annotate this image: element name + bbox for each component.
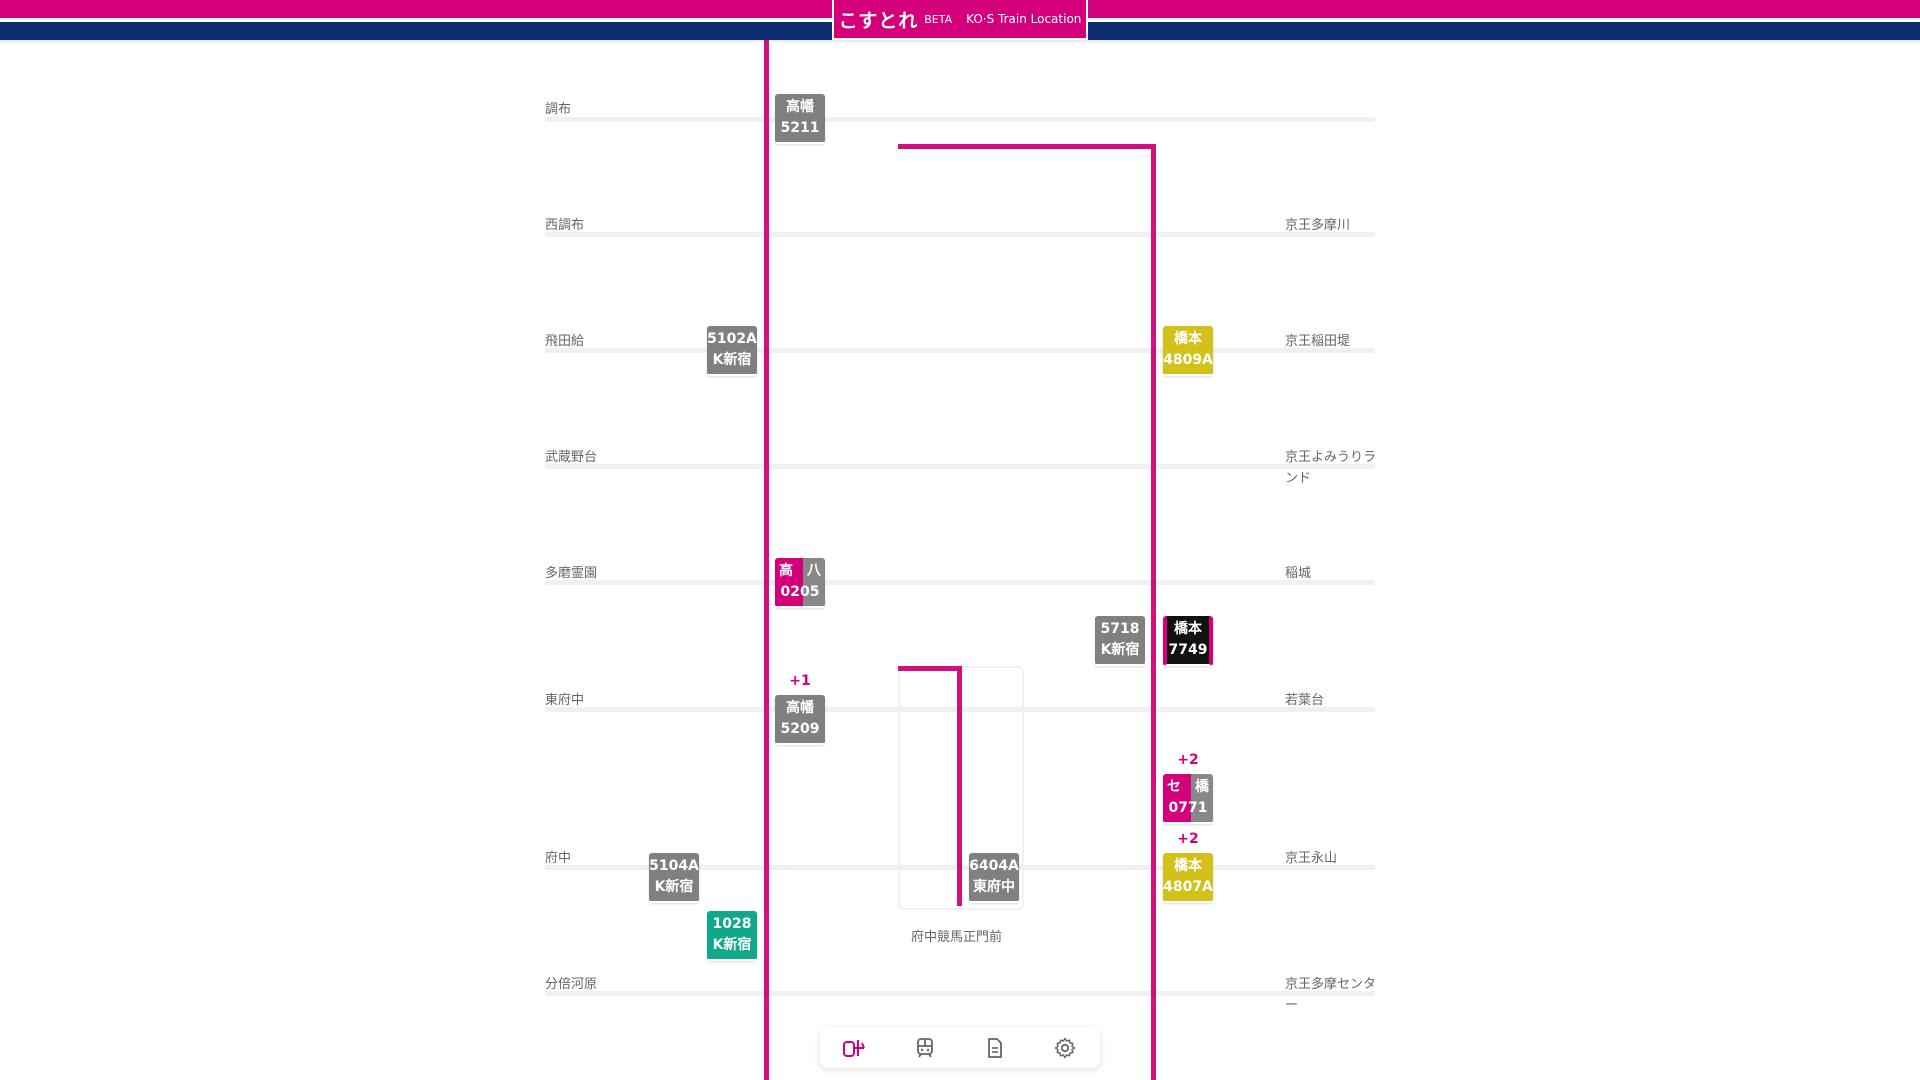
train-number: 5209 bbox=[780, 721, 820, 737]
station-label[interactable]: 京王多摩川 bbox=[1285, 218, 1351, 233]
train-tag[interactable]: セ 橋 0771 bbox=[1163, 774, 1213, 824]
station-rail bbox=[545, 232, 1375, 237]
document-button[interactable] bbox=[975, 1032, 1015, 1064]
sagamihara-line-track bbox=[1151, 144, 1156, 1080]
train-number: 7749 bbox=[1168, 642, 1208, 658]
train-tag[interactable]: 橋本 7749 bbox=[1163, 616, 1213, 666]
train-tag[interactable]: 高幡 5211 bbox=[775, 94, 825, 144]
station-label[interactable]: 多磨霊園 bbox=[545, 566, 598, 581]
train-number: 5718 bbox=[1100, 621, 1140, 637]
train-destination: 橋本 bbox=[1174, 621, 1202, 637]
train-destination: 高幡 bbox=[786, 99, 814, 115]
train-number: 6404A bbox=[969, 858, 1019, 874]
train-number: 5102A bbox=[707, 331, 757, 347]
train-extra-count: +2 bbox=[1177, 752, 1199, 768]
station-label[interactable]: 稲城 bbox=[1285, 566, 1312, 581]
bottom-toolbar bbox=[820, 1028, 1100, 1068]
train-tag[interactable]: 橋本 4807A bbox=[1163, 853, 1213, 903]
train-tag[interactable]: 高幡 5209 bbox=[775, 695, 825, 745]
train-tag[interactable]: 橋本 4809A bbox=[1163, 326, 1213, 376]
beta-badge: BETA bbox=[924, 12, 953, 26]
document-icon bbox=[988, 1038, 1002, 1058]
station-label[interactable]: 若葉台 bbox=[1285, 693, 1325, 708]
station-label[interactable]: 武蔵野台 bbox=[545, 450, 598, 465]
train-destination: K新宿 bbox=[1100, 642, 1140, 658]
train-number: 1028 bbox=[712, 916, 752, 932]
station-label[interactable]: 東府中 bbox=[545, 693, 585, 708]
train-tag[interactable]: 5102A K新宿 bbox=[707, 326, 757, 376]
train-destination: 八 bbox=[807, 563, 821, 579]
train-location-button[interactable] bbox=[835, 1032, 875, 1064]
train-destination: K新宿 bbox=[654, 879, 694, 895]
app-subtitle: KO·S Train Location bbox=[966, 12, 1082, 26]
train-tag[interactable]: 1028 K新宿 bbox=[707, 911, 757, 961]
train-tag[interactable]: 高 八 0205 bbox=[775, 558, 825, 608]
station-rail bbox=[545, 464, 1375, 469]
train-tag[interactable]: 5104A K新宿 bbox=[649, 853, 699, 903]
station-rail bbox=[545, 117, 1375, 122]
station-label[interactable]: 調布 bbox=[545, 102, 572, 117]
train-destination: セ bbox=[1167, 779, 1181, 795]
app-brand[interactable]: こすとれ BETA KO·S Train Location bbox=[832, 0, 1088, 40]
train-location-icon bbox=[843, 1040, 865, 1057]
train-number: 5211 bbox=[780, 120, 820, 136]
station-label[interactable]: 京王よみうりランド bbox=[1285, 450, 1377, 486]
station-rail bbox=[545, 348, 1375, 353]
train-number: 0205 bbox=[780, 584, 820, 600]
station-label[interactable]: 西調布 bbox=[545, 218, 585, 233]
header-shadow bbox=[0, 40, 1920, 44]
train-tag[interactable]: 5718 K新宿 bbox=[1095, 616, 1145, 666]
settings-button[interactable] bbox=[1045, 1032, 1085, 1064]
settings-icon bbox=[1054, 1037, 1076, 1059]
station-label[interactable]: 京王稲田堤 bbox=[1285, 334, 1351, 349]
train-destination: 高幡 bbox=[786, 700, 814, 716]
train-number: 4807A bbox=[1163, 879, 1213, 895]
train-destination-split: セ 橋 bbox=[1163, 777, 1213, 798]
train-tag[interactable]: 6404A 東府中 bbox=[969, 853, 1019, 903]
station-rail bbox=[545, 580, 1375, 585]
train-destination: K新宿 bbox=[712, 352, 752, 368]
station-label[interactable]: 分倍河原 bbox=[545, 977, 598, 992]
train-icon bbox=[917, 1038, 933, 1058]
train-number: 0771 bbox=[1168, 800, 1208, 816]
train-number: 5104A bbox=[649, 858, 699, 874]
station-label[interactable]: 府中 bbox=[545, 851, 572, 866]
train-destination: 橋 bbox=[1195, 779, 1209, 795]
train-destination-split: 高 八 bbox=[775, 561, 825, 582]
station-label[interactable]: 京王多摩センター bbox=[1285, 977, 1377, 1013]
train-destination: 橋本 bbox=[1174, 858, 1202, 874]
keibajo-line-track bbox=[957, 666, 962, 906]
sagamihara-line-top-connector bbox=[898, 144, 1156, 149]
main-line-left-track bbox=[764, 40, 769, 1080]
train-extra-count: +1 bbox=[789, 673, 811, 689]
station-label[interactable]: 京王永山 bbox=[1285, 851, 1338, 866]
train-destination: 東府中 bbox=[973, 879, 1015, 895]
train-list-button[interactable] bbox=[905, 1032, 945, 1064]
train-number: 4809A bbox=[1163, 352, 1213, 368]
branch-station-label[interactable]: 府中競馬正門前 bbox=[911, 930, 1003, 945]
train-destination: K新宿 bbox=[712, 937, 752, 953]
keibajo-line-connector bbox=[898, 666, 962, 671]
train-extra-count: +2 bbox=[1177, 831, 1199, 847]
train-destination: 橋本 bbox=[1174, 331, 1202, 347]
train-destination: 高 bbox=[779, 563, 793, 579]
app-title: こすとれ bbox=[838, 9, 919, 32]
station-label[interactable]: 飛田給 bbox=[545, 334, 585, 349]
station-rail bbox=[545, 991, 1375, 996]
